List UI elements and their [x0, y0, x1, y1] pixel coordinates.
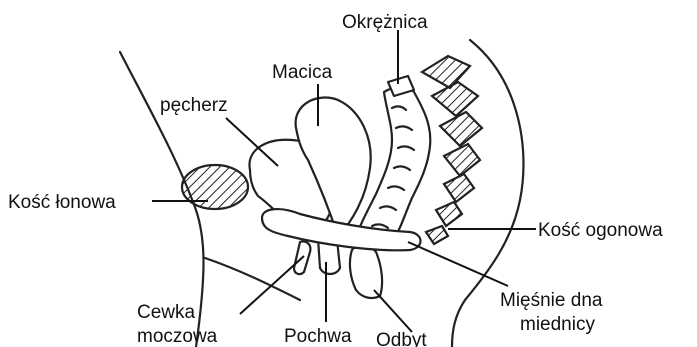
perineum-outline	[205, 258, 300, 300]
label-odbyt: Odbyt	[376, 330, 427, 347]
label-pochwa: Pochwa	[284, 326, 352, 347]
anal-canal	[350, 246, 382, 298]
leader-cewka	[240, 256, 304, 314]
label-cewka: Cewka	[137, 302, 196, 323]
label-macica: Macica	[272, 62, 333, 83]
coccyx-bone	[422, 56, 482, 244]
label-moczowa: moczowa	[137, 326, 218, 347]
label-okreznica: Okrężnica	[342, 12, 428, 33]
leader-odbyt	[374, 290, 412, 332]
label-kosc-ogonowa: Kość ogonowa	[538, 220, 663, 241]
label-miesnie-dna: Mięśnie dna	[500, 290, 603, 311]
label-kosc-lonowa: Kość łonowa	[8, 192, 116, 213]
pubic-bone	[182, 165, 248, 209]
label-miednicy: miednicy	[520, 314, 595, 335]
label-pecherz: pęcherz	[160, 95, 228, 116]
